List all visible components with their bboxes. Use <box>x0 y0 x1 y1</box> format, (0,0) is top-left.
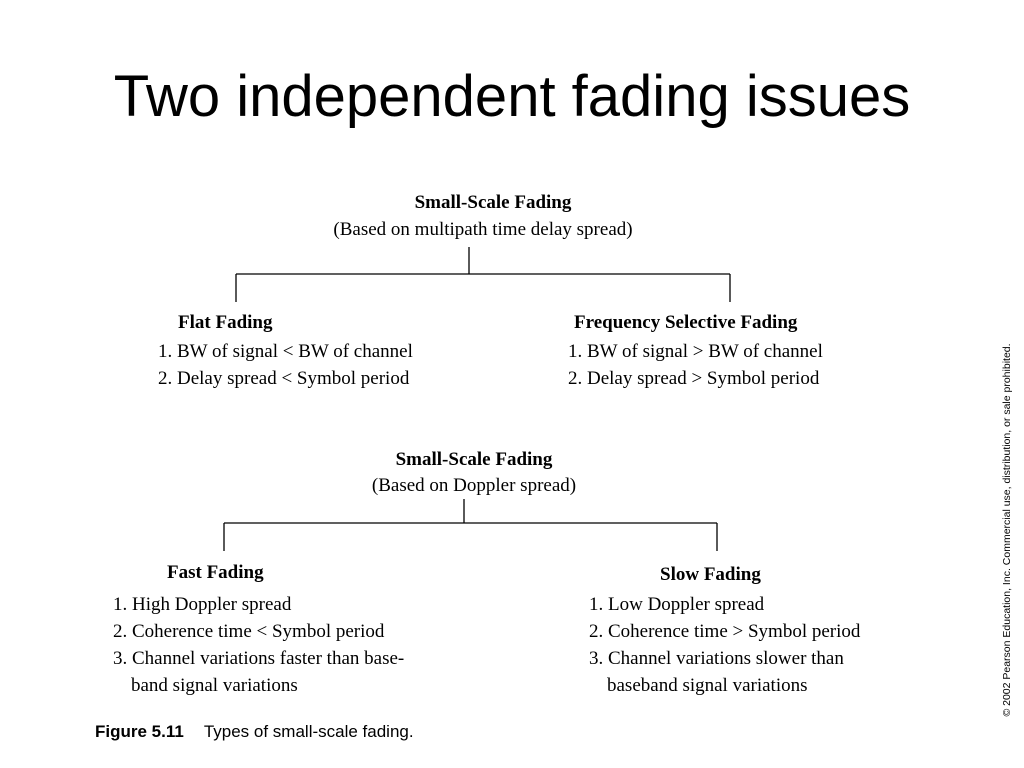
list-item-continuation: band signal variations <box>131 675 298 696</box>
slow-fading-list: 1. Low Doppler spread 2. Coherence time … <box>589 591 860 699</box>
list-item: 1. BW of signal < BW of channel <box>158 341 413 362</box>
slide-title: Two independent fading issues <box>113 64 911 129</box>
copyright-notice: © 2002 Pearson Education, Inc. Commercia… <box>1001 343 1013 717</box>
list-item: 2. Delay spread < Symbol period <box>158 368 410 389</box>
frequency-selective-fading-list: 1. BW of signal > BW of channel 2. Delay… <box>568 338 823 392</box>
figure-number: Figure 5.11 <box>95 722 184 741</box>
diagram1-root-title: Small-Scale Fading <box>414 192 572 213</box>
list-item: 1. High Doppler spread <box>113 594 292 615</box>
flat-fading-title: Flat Fading <box>178 312 273 333</box>
list-item: 1. Low Doppler spread <box>589 594 765 615</box>
list-item: 3. Channel variations faster than base- <box>113 648 405 669</box>
figure-caption: Figure 5.11 Types of small-scale fading. <box>95 720 414 744</box>
figure-caption-text: Types of small-scale fading. <box>203 722 414 741</box>
flat-fading-list: 1. BW of signal < BW of channel 2. Delay… <box>158 338 413 392</box>
frequency-selective-fading-title: Frequency Selective Fading <box>574 312 798 333</box>
diagram2-root-subtitle: (Based on Doppler spread) <box>371 475 577 496</box>
fast-fading-list: 1. High Doppler spread 2. Coherence time… <box>113 591 404 699</box>
list-item: 3. Channel variations slower than <box>589 648 844 669</box>
list-item-continuation: baseband signal variations <box>607 675 808 696</box>
list-item: 2. Coherence time < Symbol period <box>113 621 385 642</box>
list-item: 1. BW of signal > BW of channel <box>568 341 823 362</box>
fast-fading-title: Fast Fading <box>167 562 264 583</box>
diagram2-root-title: Small-Scale Fading <box>395 449 553 470</box>
list-item: 2. Delay spread > Symbol period <box>568 368 820 389</box>
diagram1-root-subtitle: (Based on multipath time delay spread) <box>333 219 633 240</box>
slow-fading-title: Slow Fading <box>660 564 761 585</box>
list-item: 2. Coherence time > Symbol period <box>589 621 861 642</box>
